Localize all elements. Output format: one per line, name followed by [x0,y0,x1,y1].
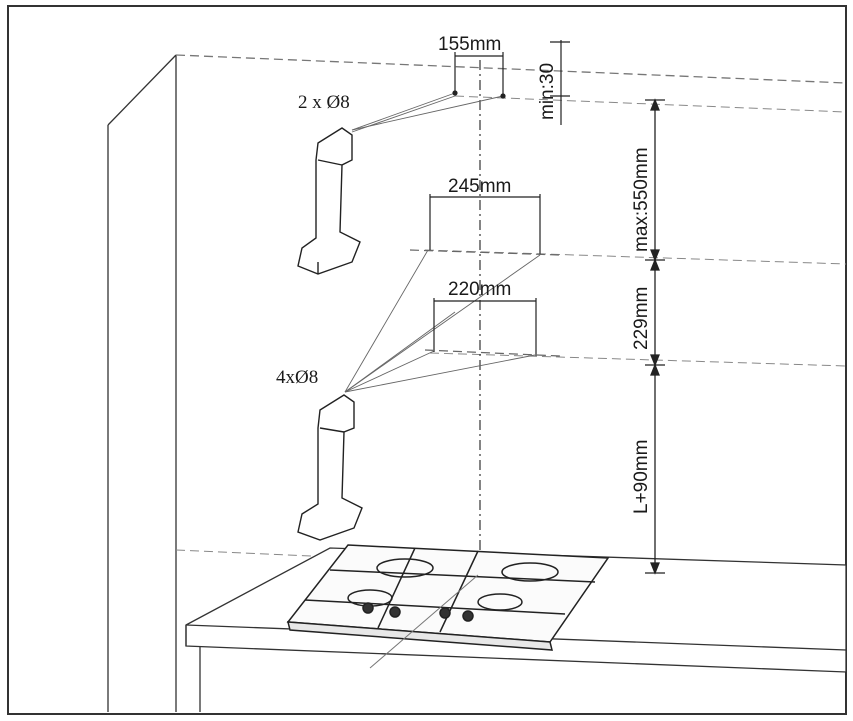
dim-155 [452,52,506,99]
label-220mm: 220mm [448,279,511,300]
reference-lines [175,95,847,581]
dim-min30 [550,40,570,125]
dim-220 [424,298,561,357]
label-245mm: 245mm [448,176,511,197]
diagram-border [7,5,847,715]
wall-hook-upper [297,127,361,275]
label-229mm: 229mm [631,287,652,350]
dim-vertical-chain [645,98,665,575]
label-min30: min:30 [537,63,558,120]
cooktop [286,544,610,669]
leader-lines [344,92,541,393]
label-l-plus-90mm: L+90mm [631,440,652,514]
label-4x-screws: 4xØ8 [276,367,318,388]
label-max550mm: max:550mm [631,147,652,252]
wall-hook-lower [297,394,363,541]
label-155mm: 155mm [438,34,501,55]
label-2x-screws: 2 x Ø8 [298,92,350,113]
wall-outline [107,54,847,712]
dim-245 [409,194,561,256]
